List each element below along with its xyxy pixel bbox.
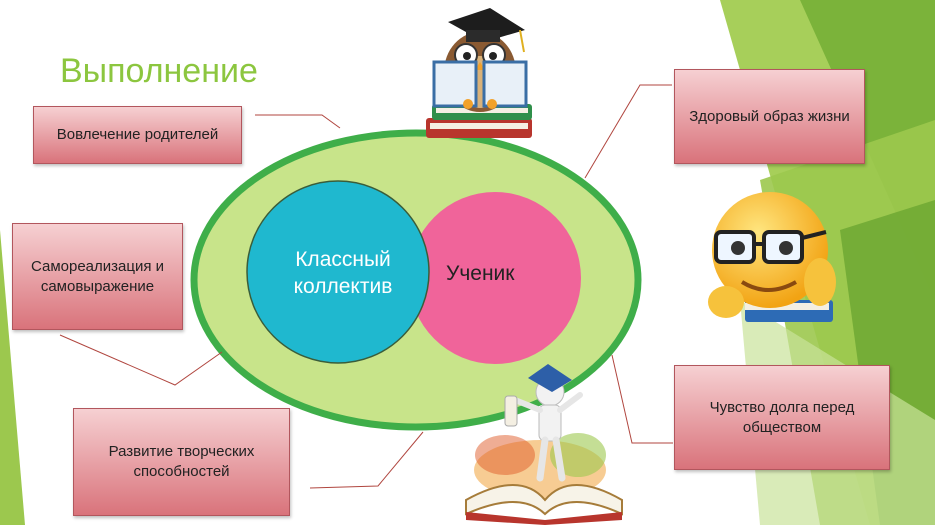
box-creativity: Развитие творческих способностей: [73, 408, 290, 516]
box-self-realization: Самореализация и самовыражение: [12, 223, 183, 330]
right-circle-label: Ученик: [446, 262, 515, 285]
left-circle: [246, 180, 430, 364]
right-circle: [409, 192, 581, 364]
left-circle-label: Классный коллектив: [293, 248, 393, 298]
box-parents: Вовлечение родителей: [33, 106, 242, 164]
page-title: Выполнение: [60, 52, 258, 90]
box-duty: Чувство долга перед обществом: [674, 365, 890, 470]
box-health: Здоровый образ жизни: [674, 69, 865, 164]
